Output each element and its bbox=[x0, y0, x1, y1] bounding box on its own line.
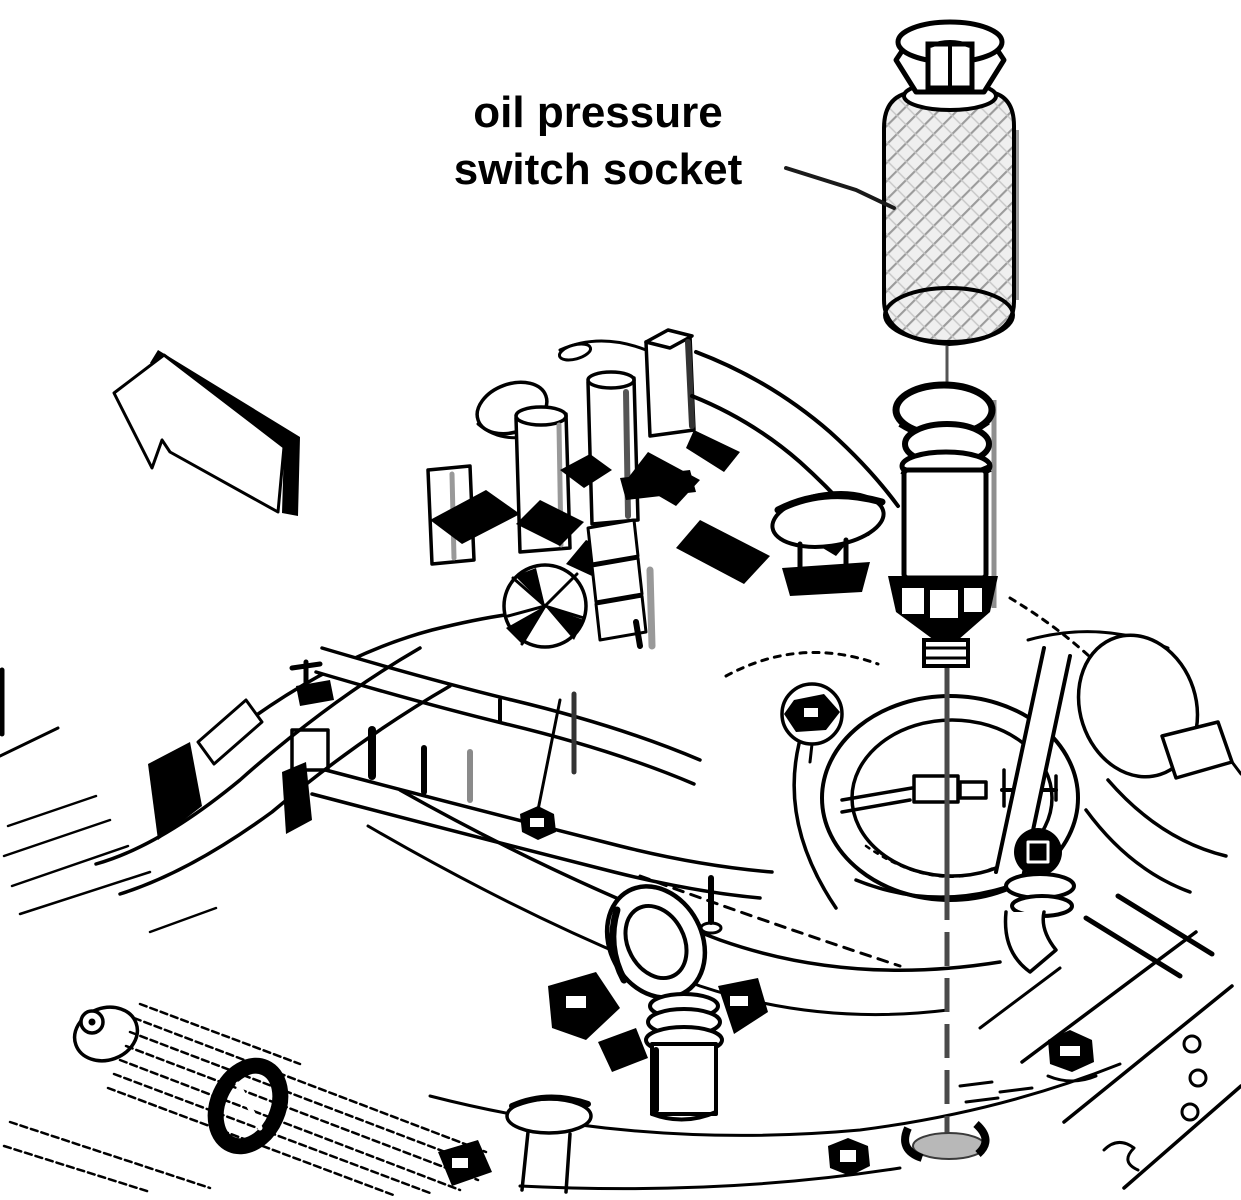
socket-hex-drive bbox=[893, 19, 1007, 112]
throttle-body bbox=[792, 646, 1080, 974]
engine-assembly bbox=[0, 328, 1241, 1198]
fuel-rail bbox=[148, 646, 774, 900]
hatch-shading bbox=[2, 794, 218, 934]
map-sensor bbox=[780, 682, 844, 764]
oil-pressure-switch bbox=[888, 381, 998, 668]
pulley-wheel bbox=[502, 563, 588, 649]
ribbed-hose bbox=[2, 1002, 492, 1198]
part-callout-line1: oil pressure bbox=[473, 88, 723, 137]
throttle-linkage bbox=[1026, 630, 1241, 979]
front-direction-arrow bbox=[112, 350, 300, 516]
solenoid-canister bbox=[644, 992, 724, 1122]
intake-port-ring bbox=[604, 884, 708, 1000]
runner-stack bbox=[586, 518, 656, 650]
part-callout: oil pressure switch socket bbox=[418, 84, 778, 198]
alignment-leader-line bbox=[901, 668, 990, 1162]
hex-bolt bbox=[828, 1138, 870, 1176]
switch-threads bbox=[922, 638, 970, 668]
label-leader-line bbox=[784, 166, 896, 210]
part-callout-line2: switch socket bbox=[453, 145, 743, 194]
mount-pad bbox=[505, 1094, 593, 1194]
intake-runner-cluster bbox=[426, 328, 900, 588]
hex-bolt bbox=[1046, 1030, 1098, 1083]
socket-tool bbox=[882, 19, 1019, 382]
vacuum-fitting bbox=[770, 491, 886, 596]
